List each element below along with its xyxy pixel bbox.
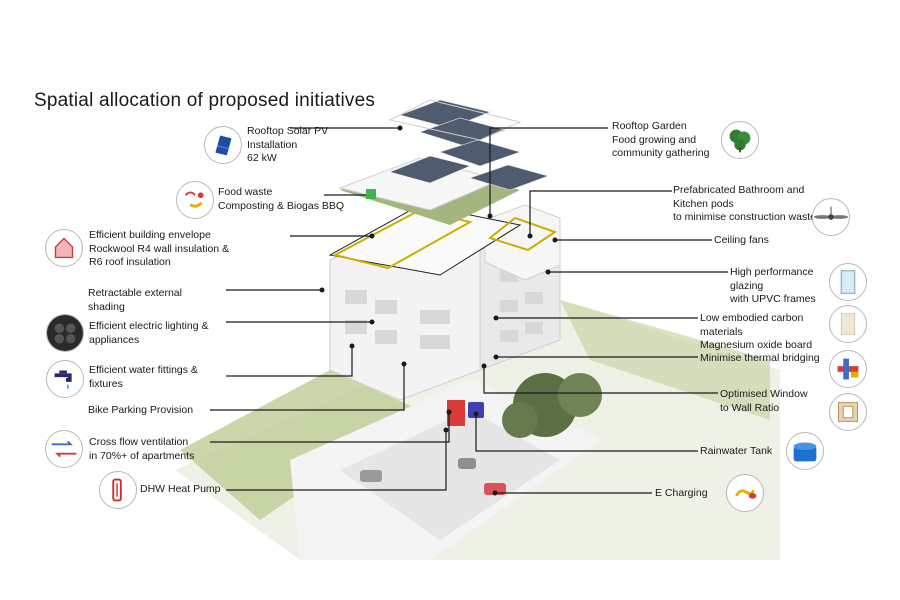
window-glazing-icon [829,263,867,301]
ev-charging-icon [726,474,764,512]
label-water-fittings: Efficient water fittings &fixtures [89,364,198,390]
car [484,483,506,495]
label-thermal-bridging: Minimise thermal bridging [700,352,820,364]
label-ceiling-fans: Ceiling fans [714,234,769,246]
thermal-bridge-icon [829,350,867,388]
airflow-icon [45,430,83,468]
heat-pump-unit [447,400,465,426]
window-ratio-icon [829,393,867,431]
label-e-charging: E Charging [655,487,708,499]
rainwater-tank-icon [786,432,824,470]
insulation-house-icon [45,229,83,267]
tree-icon [721,121,759,159]
car [458,458,476,469]
heat-pump-icon [99,471,137,509]
ceiling-fan-icon [812,198,850,236]
solar-panel-icon [204,126,242,164]
induction-cooktop-icon [46,314,84,352]
label-heat-pump: DHW Heat Pump [140,483,221,495]
water-tap-icon [46,360,84,398]
diagram-title: Spatial allocation of proposed initiativ… [34,90,376,111]
board-panel-icon [829,305,867,343]
label-bike-parking: Bike Parking Provision [88,404,194,416]
label-electric-lighting: Efficient electric lighting &appliances [89,320,209,346]
food-waste-icon [176,181,214,219]
label-rainwater-tank: Rainwater Tank [700,445,773,457]
car [360,470,382,482]
rainwater-tank-unit [468,402,484,418]
